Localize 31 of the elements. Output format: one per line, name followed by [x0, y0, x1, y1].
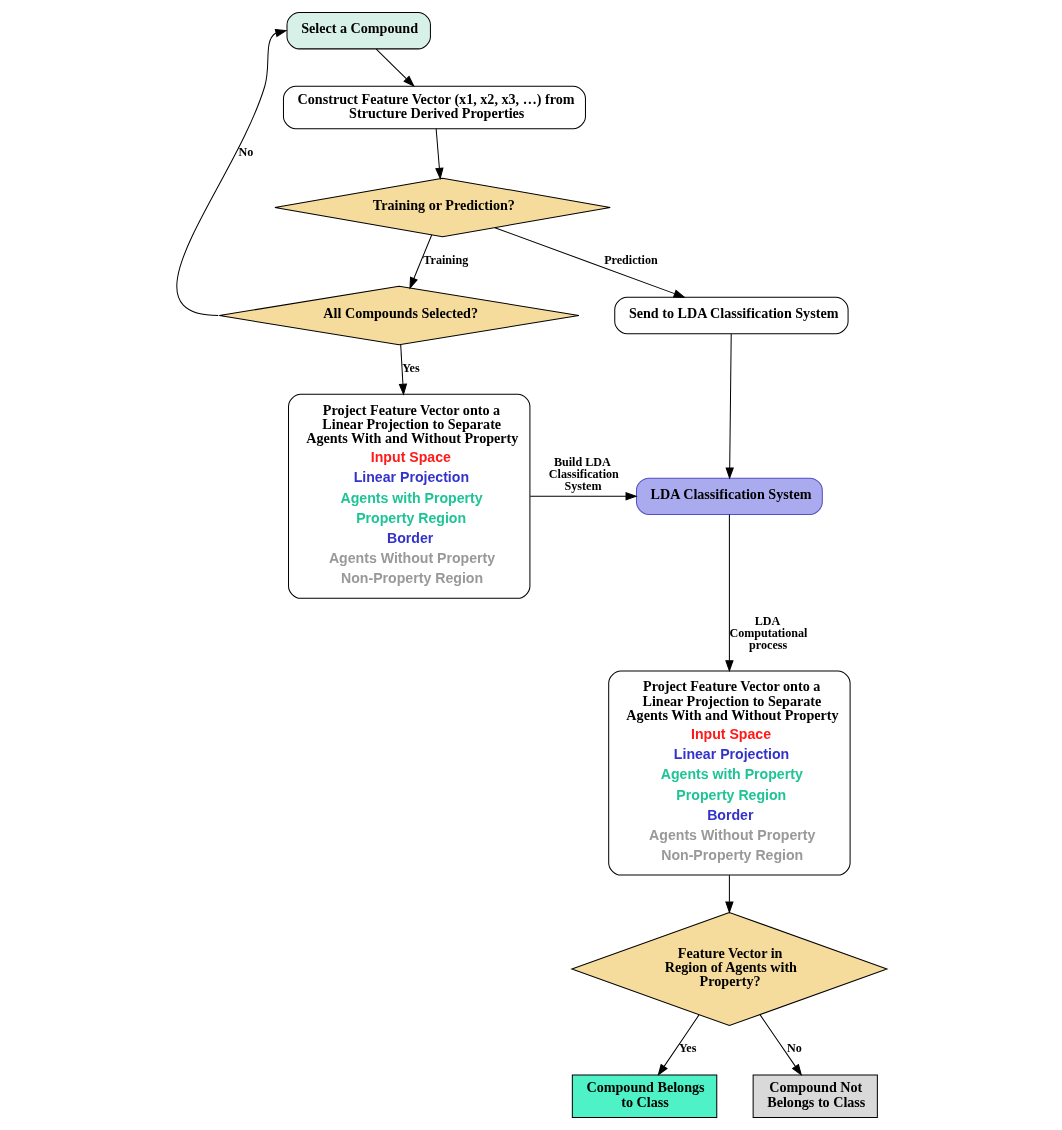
arrow — [529, 492, 638, 501]
node-box: Compound Not Belongs to Class — [752, 1074, 878, 1118]
edge-label: No — [786, 1041, 802, 1056]
arrow — [724, 514, 734, 673]
node-box: Construct Feature Vector (x1, x2, x3, …) from Structure Derived Properties — [282, 85, 586, 130]
edge-label: Yes — [678, 1041, 696, 1056]
edge-label: LDA Computational process — [728, 614, 807, 653]
node-box: Send to LDA Classification System — [613, 296, 849, 335]
edge-label: Prediction — [603, 252, 658, 267]
node-diamond: Feature Vector in Region of Agents with Property? — [569, 911, 888, 1027]
arrow — [657, 1014, 699, 1077]
arrow — [724, 333, 734, 480]
node-box: Project Feature Vector onto a Linear Projection to Separate Agents With and Without Property Input Space Linear Projection Agents with Property Property Region Border Agents Without Property Non-Property Region — [607, 670, 851, 876]
edge-label: Build LDA Classification System — [548, 454, 619, 493]
node-box: Project Feature Vector onto a Linear Projection to Separate Agents With and Without Property Input Space Linear Projection Agents with Property Property Region Border Agents Without Property Non-Property Region — [287, 393, 530, 599]
node-box: Select a Compound — [286, 12, 431, 50]
arrow — [408, 234, 432, 290]
node-box: LDA Classification System — [635, 477, 823, 515]
arrow — [434, 128, 444, 180]
arrow — [176, 28, 287, 317]
arrow — [375, 48, 415, 88]
arrow — [493, 227, 686, 298]
arrow — [724, 874, 734, 914]
edge-label: No — [238, 144, 253, 159]
edge-label: Yes — [401, 360, 420, 375]
node-diamond: All Compounds Selected? — [218, 285, 579, 346]
node-box: Compound Belongs to Class — [571, 1074, 717, 1118]
node-diamond: Training or Prediction? — [273, 177, 611, 238]
arrow — [759, 1014, 802, 1077]
arrow — [398, 344, 407, 396]
edge-label: Training — [422, 252, 468, 267]
